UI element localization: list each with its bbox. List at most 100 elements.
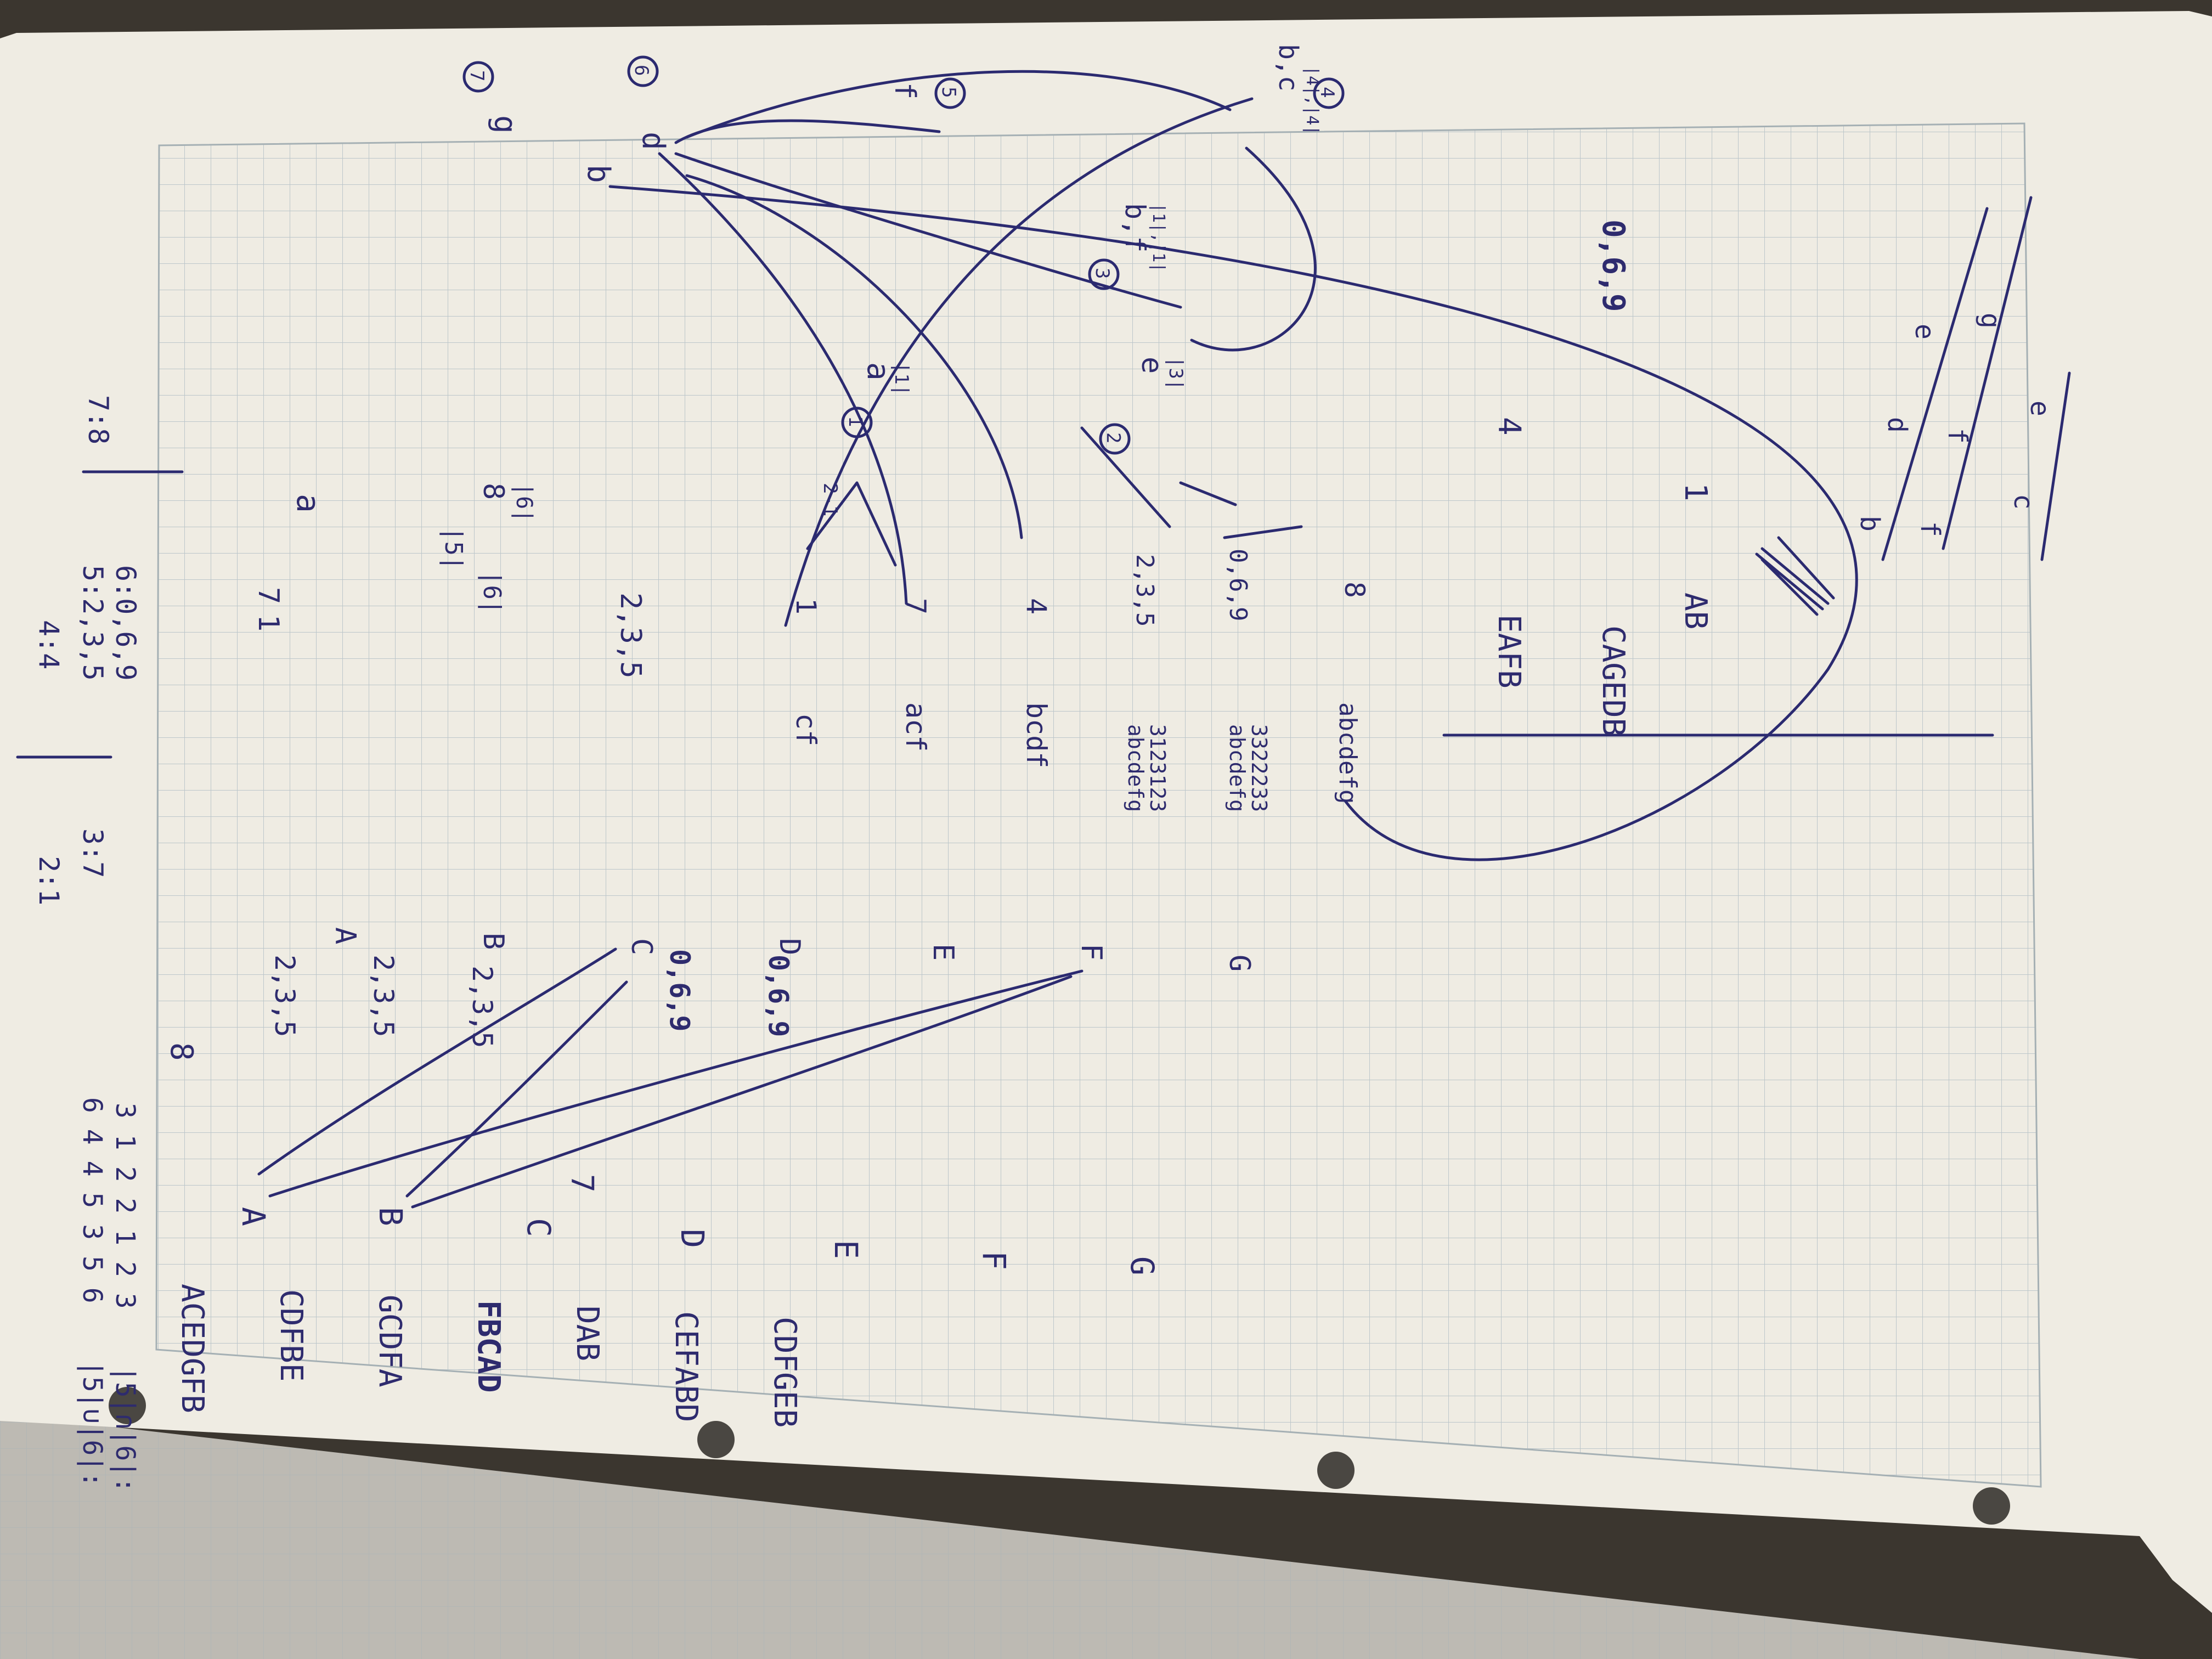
tree-node7-circle-shape — [462, 61, 494, 93]
value-235: 2,3,5 — [1131, 554, 1159, 627]
left-node-d: D — [674, 1229, 711, 1248]
word-6: CEFABD — [668, 1311, 704, 1422]
value-4: 4 — [1020, 598, 1052, 614]
right-panel-word-1: EAFB — [1491, 614, 1527, 689]
graph-right-nodes: A B C D E F G — [329, 927, 1256, 972]
row-cf: cf — [790, 713, 822, 746]
right-panel-word-2: CAGEDB — [1595, 625, 1631, 736]
graph-left-nodes: A B C D E F G — [235, 1207, 1161, 1276]
top-note-5: 6:0,6,9 — [110, 565, 142, 681]
left-node-b: B — [372, 1207, 409, 1226]
tree-node3-circle: 3 — [1091, 268, 1113, 279]
word-7: CDFGEB — [767, 1317, 803, 1427]
tree-node3-sub: |1|,|1| — [1149, 203, 1168, 272]
a-note-bottom: 1 — [252, 614, 285, 631]
right-panel-word-3: AB — [1678, 592, 1713, 629]
diag-mark-3: e — [1909, 324, 1940, 340]
tree-curve-2 — [784, 97, 1254, 627]
word-1-value: 8 — [163, 1042, 199, 1061]
second-sheet — [0, 1410, 2140, 1659]
scribble-mark — [1755, 536, 1835, 616]
formula-line2-left: |5|∩|6|: — [110, 1366, 140, 1493]
top-note-1: 2:1 — [33, 856, 65, 905]
handwriting-layer: 2:1 3:7 4:4 5:2,3,5 6:0,6,9 7:8 A B C D … — [16, 44, 2071, 1493]
diagonal-marks: b d e f f g c e — [1854, 196, 2071, 561]
right-panel-value-1: 4 — [1491, 417, 1527, 436]
value-7: 7 — [900, 598, 932, 614]
word-1: ACEDGFB — [174, 1284, 210, 1413]
right-column-values: 1 7 4 2,3,5 0,6,9 8 — [790, 549, 1370, 627]
tree-node4-sub: |4|,|4| — [1302, 66, 1322, 135]
right-panel-value-2: 0,6,9 — [1595, 219, 1631, 312]
tree-stroke-1 — [1223, 525, 1303, 539]
word-5-value: 7 — [564, 1174, 600, 1193]
top-note-3: 4:4 — [33, 620, 65, 669]
row-bcdf: bcdf — [1020, 702, 1052, 768]
tree-curve-1 — [608, 185, 1858, 861]
right-node-c: C — [625, 938, 658, 955]
right-node-g: G — [1223, 955, 1256, 972]
word-4-value: 2,3,5 — [466, 966, 498, 1048]
tree-node7-circle: 7 — [466, 70, 488, 81]
tree-node2-circle: 2 — [1102, 432, 1124, 443]
word-5: DAB — [569, 1306, 605, 1361]
right-node-f: F — [1075, 944, 1108, 961]
diag-mark-8: e — [2024, 400, 2055, 416]
word-2-value: 2,3,5 — [269, 955, 301, 1037]
tree-curve-3 — [658, 152, 908, 605]
formula-line2-right: 3 1 2 2 1 2 3 — [110, 1103, 140, 1309]
arrow-a-f — [268, 969, 1084, 1198]
right-node-e: E — [927, 944, 960, 961]
value-069: 0,6,9 — [1224, 549, 1252, 621]
tree-curve-8 — [674, 119, 941, 144]
word-3-value: 2,3,5 — [368, 955, 399, 1037]
formula-line1-right: 6 4 4 5 3 5 6 — [77, 1097, 108, 1304]
tree-node5-circle: 5 — [938, 87, 960, 98]
right-panel: EAFB 4 CAGEDB 0,6,9 AB 1 — [1491, 219, 1713, 736]
a-value: a — [290, 494, 327, 513]
b-s6: |6| — [478, 571, 506, 614]
diag-mark-5: f — [1942, 428, 1973, 444]
tree-node6-value: d — [635, 132, 671, 150]
left-node-g: G — [1124, 1256, 1161, 1276]
top-notes: 2:1 3:7 4:4 5:2,3,5 6:0,6,9 7:8 — [16, 395, 184, 905]
b-value: 8 — [477, 483, 510, 500]
a-note-top: 7 — [252, 587, 285, 604]
arrow-a-c — [257, 947, 617, 1176]
graph-arrows — [257, 947, 1084, 1209]
top-note-2: 3:7 — [77, 828, 109, 878]
row-abcdefg-3: abcdefg — [1334, 702, 1362, 804]
word-6-value: 0,6,9 — [664, 949, 696, 1032]
left-node-c: C — [520, 1218, 557, 1237]
tree-stroke-2 — [1080, 426, 1171, 528]
arrow-b-f — [411, 975, 1073, 1209]
tree-node3-circle-shape — [1088, 258, 1120, 290]
row-abcdefg-2: abcdefg — [1225, 724, 1249, 812]
diag-mark-4: f — [1915, 521, 1945, 537]
top-note-4: 5:2,3,5 — [77, 565, 109, 681]
bottom-formula: |5|∪|6|: 6 4 4 5 3 5 6 |5|∩|6|: 3 1 2 2 … — [77, 1097, 140, 1493]
tree-node5-value: f — [888, 82, 921, 99]
row-3322233: 3322233 — [1247, 724, 1271, 812]
tree-node4-circle: 4 — [1316, 87, 1338, 98]
value-8: 8 — [1339, 582, 1370, 598]
tree-branch-1 — [806, 481, 897, 567]
right-node-b: B — [477, 933, 510, 950]
right-panel-value-3: 1 — [1678, 483, 1713, 501]
diag-mark-6: g — [1975, 313, 2006, 329]
value-1: 1 — [790, 598, 822, 614]
left-node-f: F — [975, 1251, 1013, 1270]
word-4: FBCAD — [471, 1300, 506, 1393]
tree-node1-sub: |1| — [890, 362, 912, 396]
tree-curve-4 — [685, 174, 1023, 539]
top-note-6: 7:8 — [82, 395, 114, 444]
diag-mark-2: d — [1882, 417, 1912, 433]
letter-rows: cf acf bcdf abcdefg 3123123 abcdefg 3322… — [790, 702, 1362, 812]
tree-node4-circle-shape — [1313, 77, 1345, 109]
word-list: ACEDGFB 8 CDFBE 2,3,5 GCDFA 2,3,5 FBCAD … — [163, 949, 803, 1427]
tree-node2-circle-shape — [1099, 423, 1131, 455]
arrow-b-c — [405, 980, 628, 1198]
tree-curve-6 — [1190, 146, 1317, 352]
row-abcdefg-1: abcdefg — [1124, 724, 1148, 812]
